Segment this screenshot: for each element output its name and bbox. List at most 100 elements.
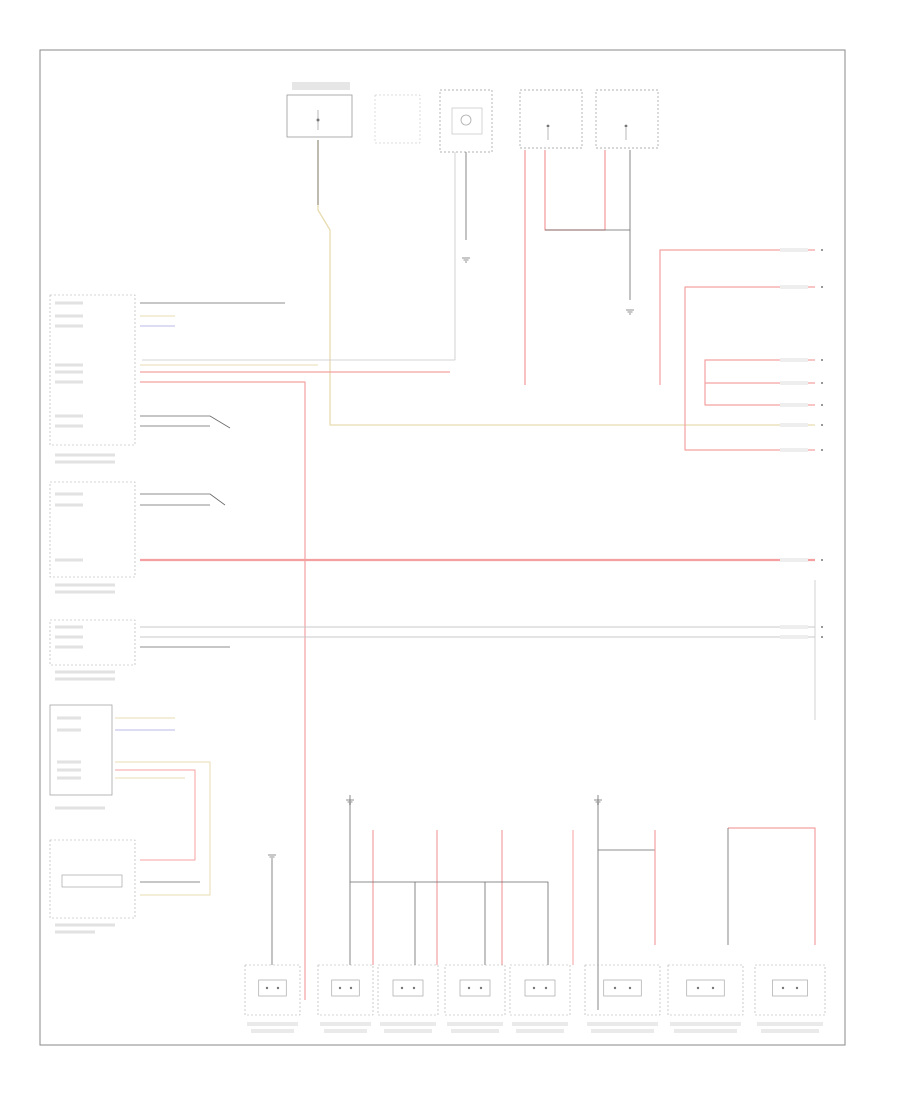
- bottom-component-5-label-bar: [516, 1029, 564, 1033]
- wire: [140, 493, 226, 506]
- label-bar: [55, 492, 83, 496]
- connector-tag: [780, 358, 808, 362]
- connector-tag: [780, 381, 808, 385]
- bottom-component-4: [444, 964, 506, 1016]
- label-bar: [55, 590, 115, 594]
- wire: [544, 150, 606, 231]
- label-bar: [55, 370, 83, 374]
- connector-pin: [821, 249, 823, 251]
- label-bar: [55, 301, 83, 305]
- connector-pin: [821, 449, 823, 451]
- label-bar: [55, 583, 115, 587]
- bottom-component-6: [584, 964, 661, 1016]
- bottom-component-8: [754, 964, 826, 1016]
- connector-pin: [821, 626, 823, 628]
- wire: [140, 381, 306, 1000]
- connector-tag: [780, 423, 808, 427]
- bottom-component-1-terminal: [265, 986, 269, 990]
- connector-tag: [780, 448, 808, 452]
- connector-pin: [821, 286, 823, 288]
- bottom-component-8-terminal: [781, 986, 785, 990]
- connector-tag: [780, 558, 808, 562]
- wire: [142, 152, 456, 361]
- bottom-component-7-label-bar: [670, 1022, 741, 1026]
- bottom-component-6-label-bar: [591, 1029, 654, 1033]
- connector-pin: [821, 559, 823, 561]
- bottom-component-2-terminal: [349, 986, 353, 990]
- bottom-component-1-label-bar: [247, 1022, 298, 1026]
- label-bar: [55, 625, 83, 629]
- label-bar: [57, 768, 81, 772]
- label-bar: [55, 806, 105, 810]
- bottom-component-6-terminal: [613, 986, 617, 990]
- bottom-component-6-body: [603, 979, 642, 997]
- label-bar: [57, 760, 81, 764]
- connector-tag: [780, 625, 808, 629]
- left-module-3: [49, 619, 136, 666]
- top-right-switches: [519, 89, 659, 149]
- bottom-component-8-terminal: [795, 986, 799, 990]
- connector-tag: [780, 248, 808, 252]
- connector-pin: [821, 424, 823, 426]
- wire: [115, 769, 196, 861]
- label-bar: [55, 324, 83, 328]
- bottom-component-8-body: [772, 979, 808, 997]
- label-bar: [55, 424, 83, 428]
- dimmer-switch: [49, 839, 136, 919]
- bottom-component-1-body: [258, 979, 287, 997]
- connector-pin: [821, 359, 823, 361]
- bottom-component-7-terminal: [711, 986, 715, 990]
- instrument-cluster: [49, 704, 113, 796]
- label-bar: [55, 677, 115, 681]
- wire: [545, 150, 631, 231]
- label-bar: [55, 635, 83, 639]
- bottom-component-2-label-bar: [320, 1022, 371, 1026]
- bottom-component-7-terminal: [696, 986, 700, 990]
- wire: [140, 415, 231, 429]
- bottom-component-6-label-bar: [587, 1022, 658, 1026]
- bottom-component-7-label-bar: [674, 1029, 737, 1033]
- label-bar: [55, 453, 115, 457]
- connector-pin: [821, 382, 823, 384]
- top-center-switch: [439, 89, 493, 153]
- label-bar: [55, 923, 115, 927]
- bottom-component-5-terminal: [544, 986, 548, 990]
- wire: [317, 140, 815, 426]
- bottom-component-5-body: [524, 979, 556, 997]
- bottom-component-4-body: [459, 979, 491, 997]
- wire: [350, 881, 549, 965]
- bottom-component-2: [317, 964, 374, 1016]
- label-bar: [57, 716, 81, 720]
- label-bar: [55, 314, 83, 318]
- bottom-component-3-body: [392, 979, 424, 997]
- connector-tag: [780, 403, 808, 407]
- wire: [115, 761, 211, 896]
- bottom-component-3-terminal: [412, 986, 416, 990]
- connector-tag: [780, 635, 808, 639]
- wire: [728, 827, 816, 945]
- bottom-component-3-terminal: [400, 986, 404, 990]
- bottom-component-8-label-bar: [761, 1029, 819, 1033]
- label-bar: [55, 558, 83, 562]
- bottom-component-5-label-bar: [512, 1022, 568, 1026]
- bottom-component-2-body: [331, 979, 360, 997]
- bottom-component-6-terminal: [628, 986, 632, 990]
- bottom-component-4-terminal: [479, 986, 483, 990]
- connector-tag: [780, 285, 808, 289]
- bottom-component-1: [244, 964, 301, 1016]
- bottom-component-4-label-bar: [451, 1029, 499, 1033]
- bottom-component-1-label-bar: [251, 1029, 294, 1033]
- label-bar: [55, 363, 83, 367]
- bottom-component-2-terminal: [338, 986, 342, 990]
- left-module-1: [49, 294, 136, 446]
- label-bar: [55, 670, 115, 674]
- wire: [684, 286, 815, 451]
- wires-group: [115, 140, 823, 1010]
- bottom-component-5: [509, 964, 571, 1016]
- bottom-component-7-body: [686, 979, 725, 997]
- bottom-component-4-terminal: [467, 986, 471, 990]
- ground-symbols-group: [268, 257, 634, 860]
- label-bar: [55, 380, 83, 384]
- bottom-component-4-label-bar: [447, 1022, 503, 1026]
